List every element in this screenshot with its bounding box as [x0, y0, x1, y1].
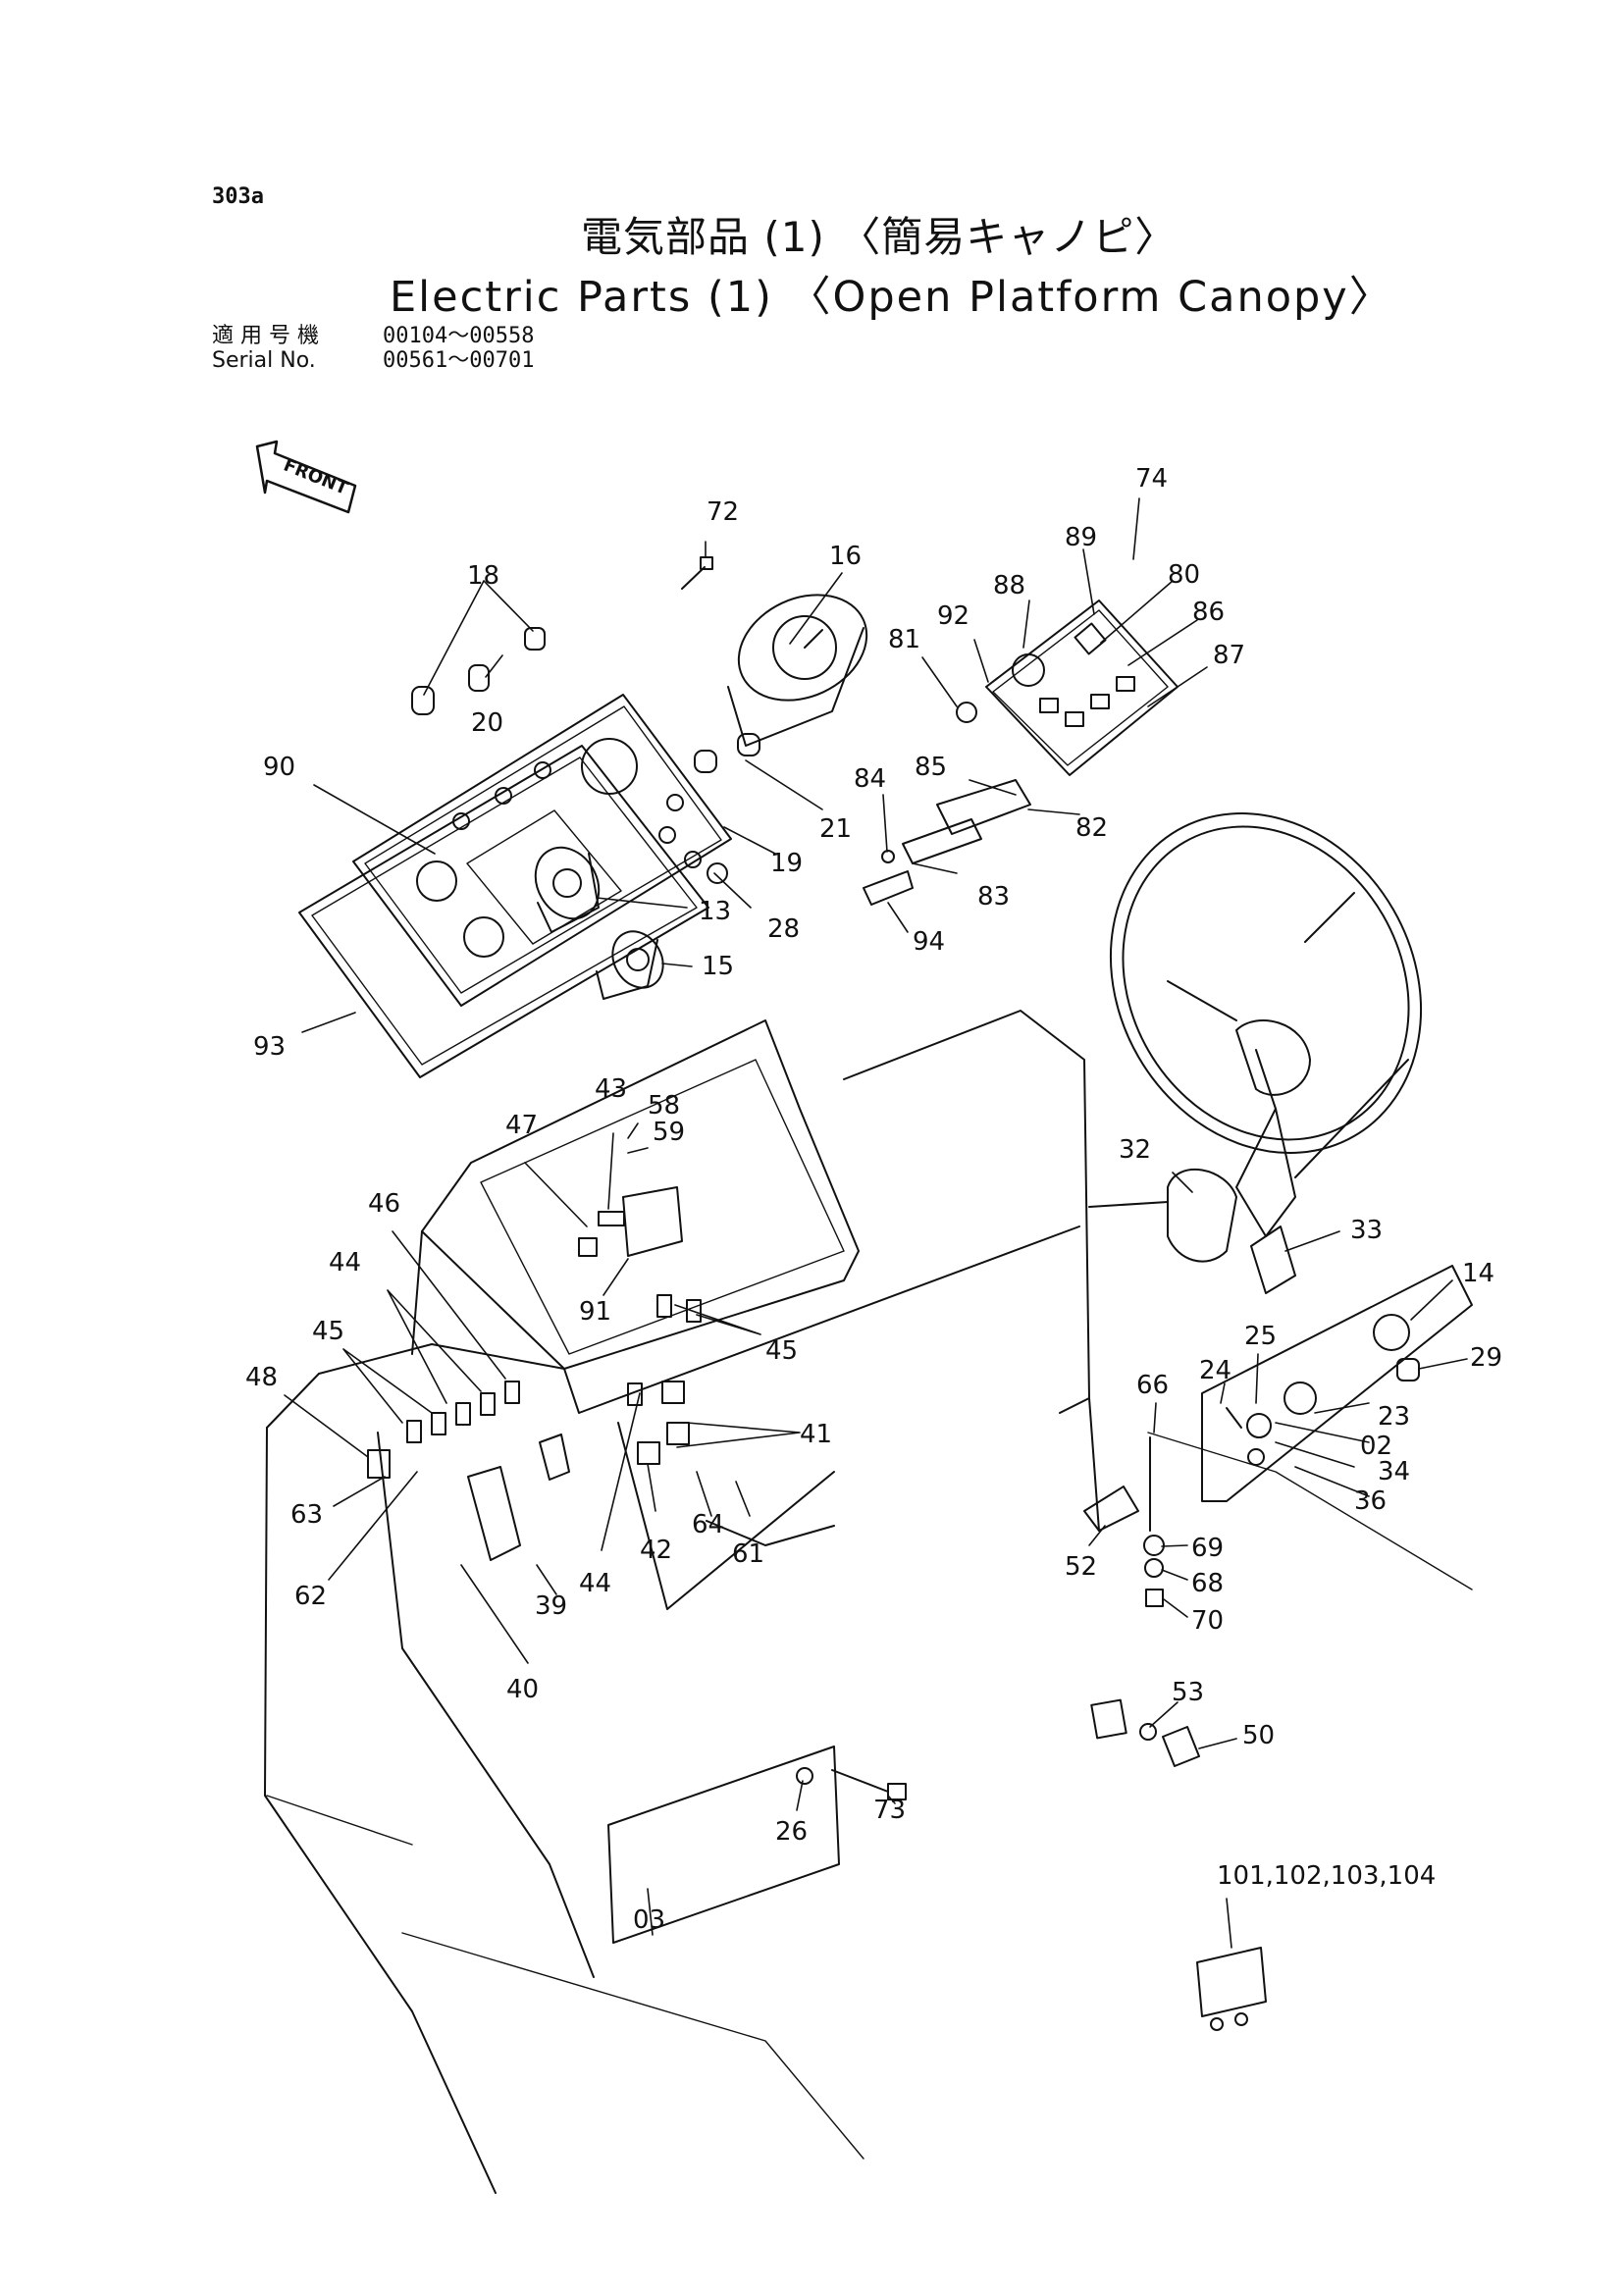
callout-44-lower: 44 — [579, 1569, 611, 1598]
callout-15: 15 — [702, 952, 734, 981]
callout-44-upper: 44 — [329, 1248, 361, 1277]
switch-panel-icon — [985, 600, 1179, 776]
serial-values: 00104～00558 00561～00701 — [383, 324, 534, 373]
serial-label-japanese: 適 用 号 機 — [212, 324, 319, 348]
gauge-16-icon — [727, 594, 868, 747]
lower-plate-icon — [607, 1746, 907, 1944]
callout-68: 68 — [1191, 1569, 1224, 1598]
callout-39: 39 — [535, 1591, 567, 1621]
callout-66: 66 — [1136, 1371, 1169, 1400]
callout-48: 48 — [245, 1363, 278, 1392]
gauge-15-icon — [596, 930, 664, 1000]
leader-lines — [284, 497, 1468, 1949]
callout-92: 92 — [937, 601, 969, 631]
callout-70: 70 — [1191, 1606, 1224, 1636]
callout-62: 62 — [294, 1582, 327, 1611]
switch-50-icon — [1090, 1698, 1200, 1767]
callout-23: 23 — [1378, 1402, 1410, 1432]
callout-21: 21 — [819, 814, 852, 844]
callout-91: 91 — [579, 1297, 611, 1327]
serial-range-1: 00104～00558 — [383, 324, 535, 348]
callout-59: 59 — [653, 1118, 685, 1147]
callout-53: 53 — [1172, 1678, 1204, 1707]
callout-81: 81 — [888, 625, 920, 654]
combination-switch-icon — [1088, 1169, 1296, 1294]
page-title-japanese: 電気部品 (1) 〈簡易キャノピ〉 — [581, 213, 1178, 261]
callout-46: 46 — [368, 1189, 400, 1219]
callout-85: 85 — [915, 753, 947, 782]
steering-wheel-icon — [1109, 812, 1423, 1237]
callout-74: 74 — [1135, 464, 1168, 494]
callout-42: 42 — [640, 1536, 672, 1565]
callout-34: 34 — [1378, 1457, 1410, 1486]
callout-69: 69 — [1191, 1534, 1224, 1563]
callout-61: 61 — [732, 1539, 764, 1569]
indicator-lamps-icon — [411, 627, 760, 884]
callout-93: 93 — [253, 1032, 286, 1062]
callout-83: 83 — [977, 882, 1010, 912]
callout-64: 64 — [692, 1510, 724, 1539]
callout-29: 29 — [1470, 1343, 1502, 1373]
callout-02: 02 — [1360, 1432, 1392, 1461]
serial-label-english: Serial No. — [212, 348, 316, 373]
callout-20: 20 — [471, 708, 503, 738]
callout-50: 50 — [1242, 1721, 1275, 1750]
callout-26: 26 — [775, 1817, 808, 1847]
callout-58: 58 — [648, 1091, 680, 1121]
callout-43: 43 — [595, 1074, 627, 1104]
key-switch-panel-icon — [1201, 1265, 1473, 1502]
callout-13: 13 — [699, 897, 731, 926]
front-arrow-icon: FRONT — [255, 440, 357, 514]
callout-28: 28 — [767, 914, 800, 944]
gauge-13-icon — [534, 846, 601, 933]
page-title-english: Electric Parts (1) 〈Open Platform Canopy… — [390, 273, 1393, 322]
callout-88: 88 — [993, 571, 1025, 600]
serial-range-2: 00561～00701 — [383, 348, 535, 373]
callout-labels: 72 16 18 20 74 89 88 80 92 86 81 87 90 2… — [245, 464, 1502, 1935]
screw-72-icon — [681, 556, 713, 590]
panel-frame-outline — [298, 745, 709, 1078]
relay-assembly-icon — [367, 1186, 702, 1561]
callout-84: 84 — [854, 764, 886, 794]
callout-40: 40 — [506, 1675, 539, 1704]
callout-87: 87 — [1213, 641, 1245, 670]
serial-labels: 適 用 号 機 Serial No. — [212, 324, 319, 373]
callout-25: 25 — [1244, 1322, 1277, 1351]
callout-73: 73 — [873, 1796, 906, 1825]
callout-82: 82 — [1075, 813, 1108, 843]
callout-72: 72 — [707, 497, 739, 527]
callout-41: 41 — [800, 1420, 832, 1449]
callout-24: 24 — [1199, 1356, 1231, 1385]
callout-19: 19 — [770, 849, 803, 878]
callout-80: 80 — [1168, 560, 1200, 590]
callout-36: 36 — [1354, 1486, 1387, 1516]
callout-45-right: 45 — [765, 1336, 798, 1366]
callout-45-left: 45 — [312, 1317, 344, 1346]
fuse-strip-icon — [863, 702, 1031, 906]
callout-33: 33 — [1350, 1216, 1383, 1245]
callout-90: 90 — [263, 753, 295, 782]
dashboard-housing-outline — [264, 1010, 1473, 2194]
callout-101-104: 101,102,103,104 — [1217, 1861, 1436, 1891]
callout-94: 94 — [913, 927, 945, 957]
callout-52: 52 — [1065, 1552, 1097, 1582]
callout-47: 47 — [505, 1111, 538, 1140]
callout-63: 63 — [290, 1500, 323, 1530]
callout-14: 14 — [1462, 1259, 1494, 1288]
horn-icon — [1083, 1436, 1165, 1607]
callout-03: 03 — [633, 1905, 665, 1935]
callout-89: 89 — [1065, 523, 1097, 552]
front-label: FRONT — [281, 455, 351, 500]
callout-32: 32 — [1119, 1135, 1151, 1165]
callout-18: 18 — [467, 561, 499, 591]
callout-16: 16 — [829, 542, 862, 571]
page-number: 303a — [212, 184, 264, 209]
callout-86: 86 — [1192, 598, 1225, 627]
instrument-panel-outline — [352, 694, 732, 1007]
connector-101-104-icon — [1196, 1947, 1267, 2031]
